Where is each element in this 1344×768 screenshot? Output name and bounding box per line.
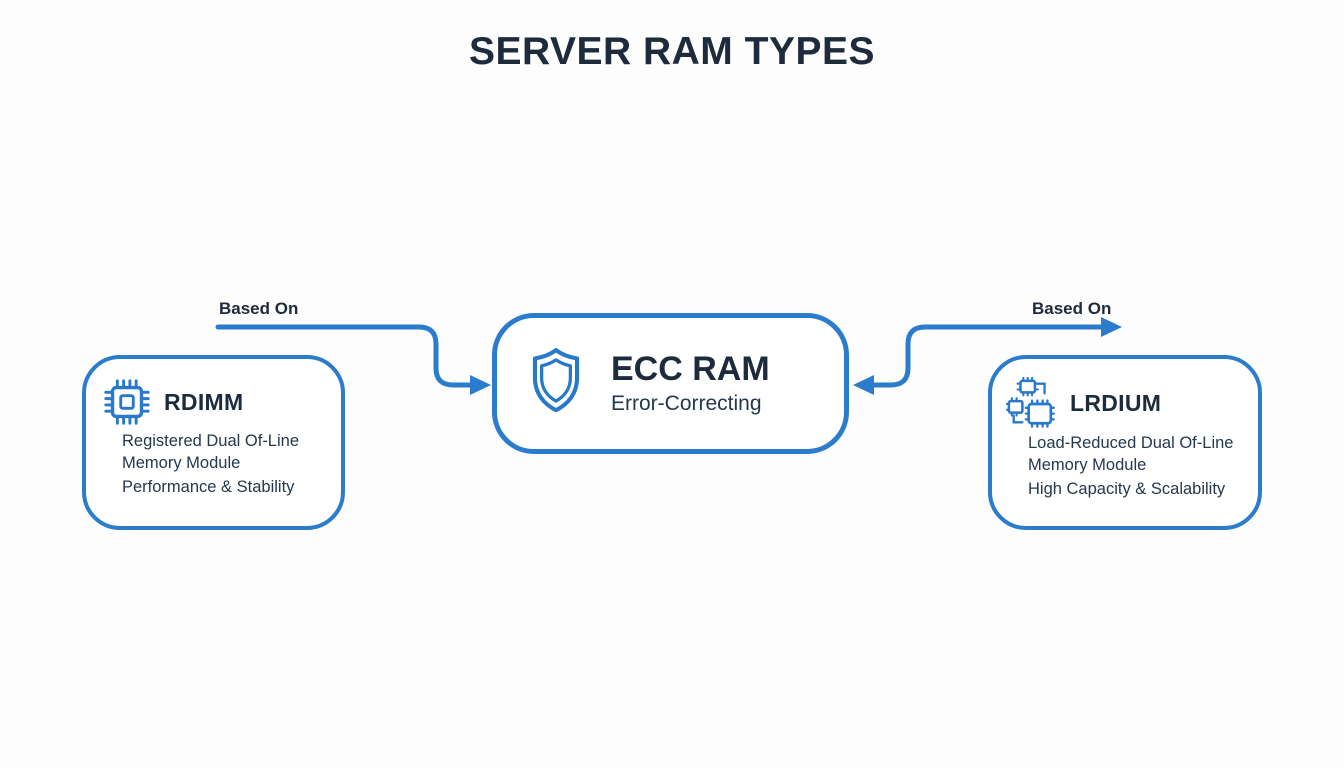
shield-icon	[532, 347, 580, 412]
rdimm-title: RDIMM	[164, 388, 244, 415]
arrowhead-into-ecc-left	[470, 375, 491, 395]
rdimm-line-1: Registered Dual Of-Line	[122, 432, 300, 450]
arrowhead-into-ecc-right	[853, 375, 874, 395]
ecc-text-block: ECC RAM Error-Correcting	[611, 350, 770, 415]
lrdimm-description: Load-Reduced Dual Of-Line Memory Module …	[1028, 433, 1244, 501]
lrdimm-header: LRDIUM	[1006, 375, 1244, 431]
based-on-label-right: Based On	[1032, 299, 1112, 318]
ecc-title: ECC RAM	[611, 350, 770, 389]
chip-cluster-icon	[1006, 376, 1055, 428]
rdimm-description: Registered Dual Of-Line Memory Module Pe…	[122, 431, 327, 499]
lrdimm-line-3: High Capacity & Scalability	[1028, 480, 1226, 498]
connector-left	[215, 324, 473, 388]
rdimm-line-2: Memory Module	[122, 453, 241, 472]
ecc-subtitle: Error-Correcting	[611, 391, 762, 415]
connector-right	[869, 324, 1105, 388]
lrdimm-title: LRDIUM	[1070, 389, 1162, 416]
node-lrdimm: LRDIUM Load-Reduced Dual Of-Line Memory …	[988, 355, 1262, 530]
chip-icon	[104, 379, 150, 425]
rdimm-header: RDIMM	[100, 375, 327, 429]
lrdimm-line-1: Load-Reduced Dual Of-Line	[1028, 434, 1234, 452]
based-on-label-left: Based On	[219, 299, 299, 318]
page-title: SERVER RAM TYPES	[468, 30, 876, 73]
lrdimm-line-2: Memory Module	[1028, 455, 1147, 474]
arrowhead-right-top	[1101, 317, 1122, 337]
node-rdimm: RDIMM Registered Dual Of-Line Memory Mod…	[82, 355, 345, 530]
rdimm-line-3: Performance & Stability	[122, 478, 295, 496]
node-ecc-ram: ECC RAM Error-Correcting	[492, 313, 849, 454]
